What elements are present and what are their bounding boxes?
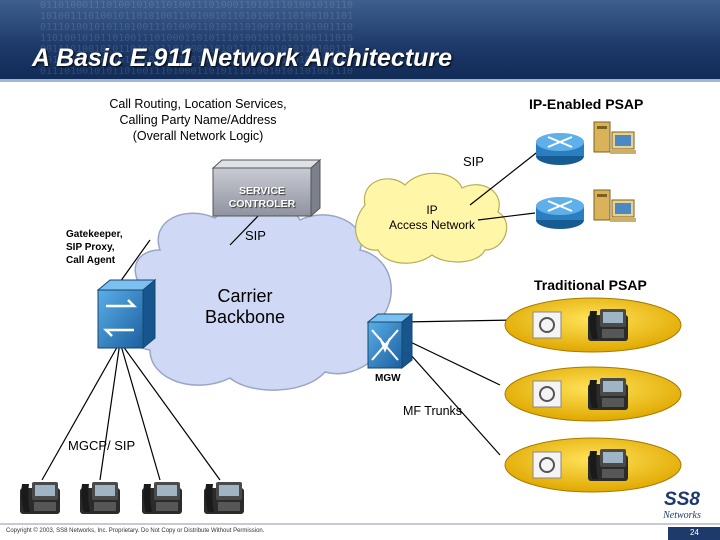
service-controller-box xyxy=(211,158,322,218)
traditional-psap-1 xyxy=(504,297,682,353)
ss8-logo-mark: SS8 xyxy=(664,489,700,510)
mf-trunks-label: MF Trunks xyxy=(403,404,463,418)
network-logic-label: Call Routing, Location Services, Calling… xyxy=(109,97,287,143)
traditional-psap-label: Traditional PSAP xyxy=(534,277,647,293)
ip-psap-label: IP-Enabled PSAP xyxy=(529,96,644,112)
page-number-tab xyxy=(668,527,720,540)
subscriber-phone-1 xyxy=(20,482,60,514)
ip-psap-router-2 xyxy=(535,196,585,230)
page-number: 24 xyxy=(690,528,699,537)
ip-psap-workstation-1 xyxy=(593,121,637,155)
copyright-text: Copyright © 2003, SS8 Networks, Inc. Pro… xyxy=(6,528,265,534)
binary-background-pattern: 0110100011101001010110100111010001101011… xyxy=(40,0,354,77)
ip-psap-workstation-2 xyxy=(593,189,637,223)
subscriber-phone-2 xyxy=(80,482,120,514)
ip-access-network-cloud xyxy=(355,172,508,264)
gatekeeper-switch-icon xyxy=(96,278,157,350)
banner-underline xyxy=(0,79,720,82)
subscriber-phone-4 xyxy=(204,482,244,514)
network-links xyxy=(41,149,541,481)
gatekeeper-label: Gatekeeper, SIP Proxy, Call Agent xyxy=(66,229,123,266)
sip-label-top: SIP xyxy=(463,154,484,169)
ip-access-network-label: IP Access Network xyxy=(388,203,476,232)
traditional-psap-2 xyxy=(504,366,682,422)
subscriber-phone-3 xyxy=(142,482,182,514)
sip-label-mid: SIP xyxy=(245,228,266,243)
traditional-psap-3 xyxy=(504,437,682,493)
page-title: A Basic E.911 Network Architecture xyxy=(32,44,453,72)
ss8-logo-word: Networks xyxy=(663,510,701,521)
service-controller-label: SERVICE CONTROLER xyxy=(228,185,296,210)
ip-psap-router-1 xyxy=(535,132,585,166)
mgw-gateway-icon xyxy=(366,312,414,370)
ss8-logo: SS8 Networks xyxy=(650,489,714,522)
mgcp-sip-label: MGCP/ SIP xyxy=(68,438,136,453)
mgw-label: MGW xyxy=(375,373,401,384)
carrier-backbone-label: Carrier Backbone xyxy=(204,286,286,327)
title-banner: 0110100011101001010110100111010001101011… xyxy=(0,0,720,82)
